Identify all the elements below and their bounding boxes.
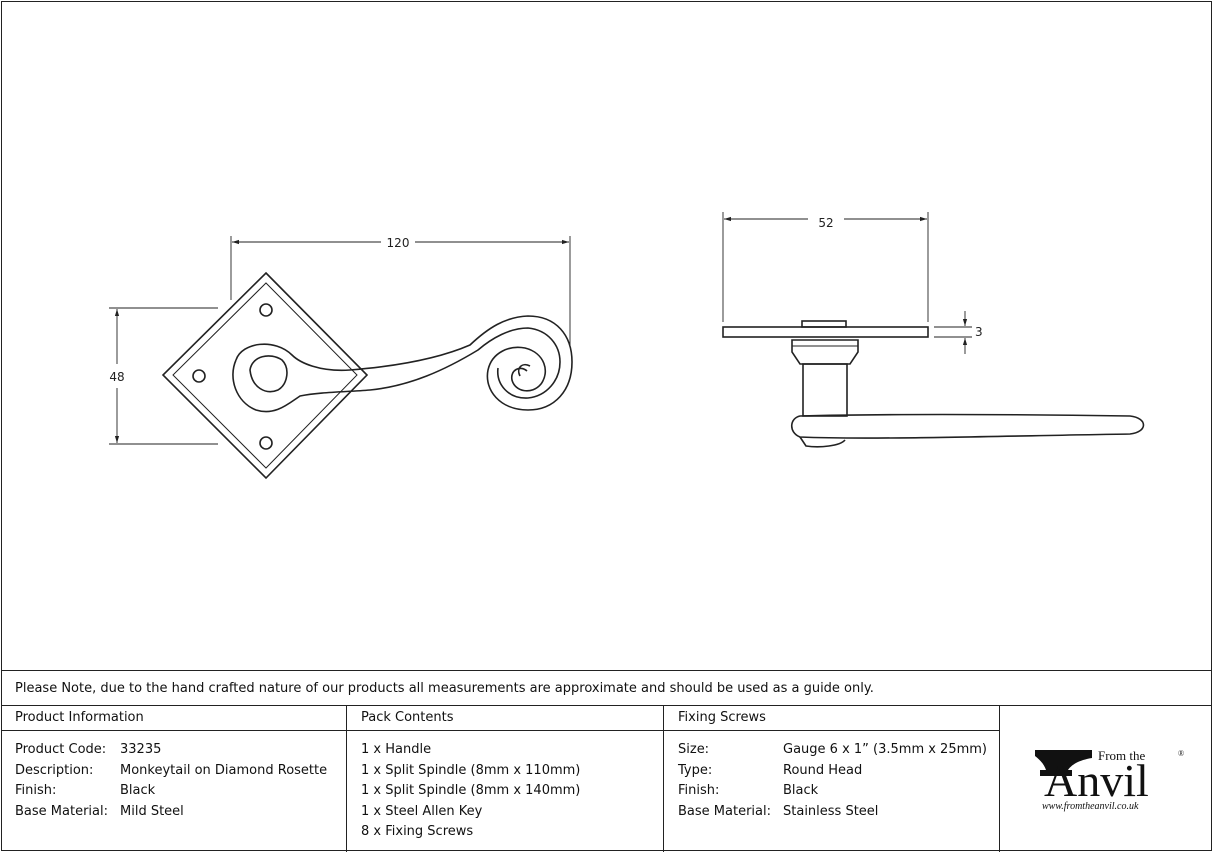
- row-value: Black: [120, 783, 156, 798]
- base-material-row: Base Material: Stainless Steel: [678, 802, 999, 823]
- info-table: Product Information Product Code: 33235 D…: [1, 706, 1212, 852]
- from-the-text: From the: [1098, 748, 1146, 763]
- measurement-note: Please Note, due to the hand crafted nat…: [1, 670, 1212, 706]
- dimension-48: 48: [109, 370, 124, 384]
- brand-logo: From the Anvil ® www.fromtheanvil.co.uk: [1000, 706, 1212, 852]
- finish-row: Finish: Black: [678, 781, 999, 802]
- row-label: Product Code:: [15, 742, 107, 757]
- anvil-icon: [1035, 750, 1092, 776]
- handle-boss: [235, 315, 573, 411]
- row-value: Stainless Steel: [783, 803, 879, 819]
- finish-row: Finish: Black: [15, 781, 346, 802]
- pack-item: 8 x Fixing Screws: [361, 824, 474, 839]
- row-value: Gauge 6 x 1” (3.5mm x 25mm): [783, 742, 988, 757]
- registered-mark: ®: [1178, 749, 1184, 758]
- diamond-rosette-inner: [172, 282, 358, 469]
- handle-eye: [249, 355, 288, 393]
- fixing-screws-title: Fixing Screws: [664, 706, 999, 731]
- rosette-plate: [722, 326, 929, 338]
- dimension-120: 120: [387, 236, 410, 250]
- product-information-column: Product Information Product Code: 33235 D…: [1, 706, 347, 852]
- row-label: Description:: [15, 762, 94, 778]
- product-information-title: Product Information: [1, 706, 346, 731]
- fixing-screws-column: Fixing Screws Size: Gauge 6 x 1” (3.5mm x…: [664, 706, 1000, 852]
- pack-item: 1 x Steel Allen Key: [361, 803, 483, 819]
- neck: [791, 339, 859, 365]
- website-url: www.fromtheanvil.co.uk: [1042, 801, 1139, 812]
- row-label: Type:: [678, 762, 713, 778]
- front-view: [161, 271, 573, 480]
- base-material-row: Base Material: Mild Steel: [15, 802, 346, 823]
- pack-contents-title: Pack Contents: [347, 706, 663, 731]
- product-code-row: Product Code: 33235: [15, 740, 346, 761]
- screw-hole-top: [259, 303, 273, 317]
- screw-hole-left: [192, 369, 206, 383]
- screw-hole-bottom: [259, 436, 273, 450]
- anvil-logo: From the Anvil ® www.fromtheanvil.co.uk: [1035, 748, 1184, 812]
- row-value: Mild Steel: [120, 803, 184, 819]
- row-value: 33235: [120, 742, 162, 757]
- type-row: Type: Round Head: [678, 761, 999, 782]
- pack-item: 1 x Split Spindle (8mm x 140mm): [361, 783, 581, 798]
- spindle-collar: [801, 320, 847, 328]
- size-row: Size: Gauge 6 x 1” (3.5mm x 25mm): [678, 740, 999, 761]
- technical-drawing: 120 48 52 3: [109, 212, 1145, 480]
- pack-contents-column: Pack Contents 1 x Handle 1 x Split Spind…: [347, 706, 664, 852]
- pack-item: 1 x Split Spindle (8mm x 110mm): [361, 762, 581, 778]
- side-dimensions: [722, 212, 972, 354]
- row-value: Black: [783, 783, 819, 798]
- front-dimensions: [109, 236, 571, 445]
- dimension-52: 52: [818, 216, 833, 230]
- row-label: Base Material:: [678, 803, 771, 819]
- row-label: Finish:: [678, 783, 720, 798]
- dimension-3: 3: [975, 325, 983, 339]
- side-view: [722, 320, 1145, 448]
- pack-item: 1 x Handle: [361, 742, 432, 757]
- row-label: Base Material:: [15, 803, 108, 819]
- lever-arm: [790, 413, 1145, 439]
- row-label: Size:: [678, 742, 710, 757]
- diamond-rosette: [161, 271, 369, 480]
- row-label: Finish:: [15, 783, 57, 798]
- row-value: Monkeytail on Diamond Rosette: [120, 762, 328, 778]
- row-value: Round Head: [783, 762, 863, 778]
- brand-name: Anvil: [1044, 755, 1149, 806]
- shank: [802, 363, 848, 417]
- description-row: Description: Monkeytail on Diamond Rosett…: [15, 761, 346, 782]
